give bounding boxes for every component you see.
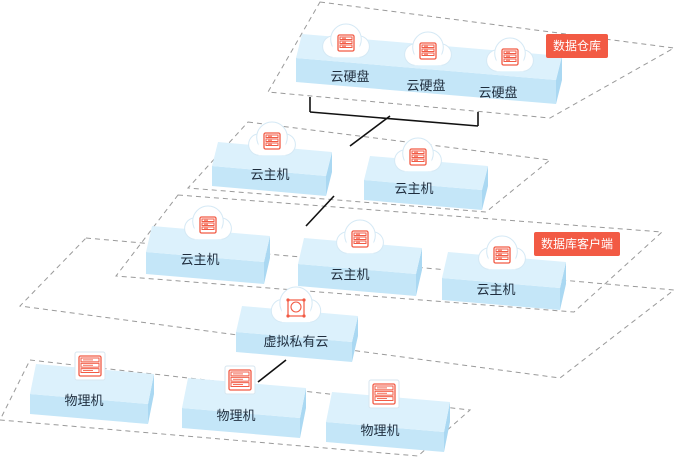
block-top (146, 226, 270, 262)
server-icon (372, 383, 396, 405)
server-icon (78, 355, 102, 377)
connector (349, 115, 391, 147)
host-label: 云主机 (330, 268, 370, 283)
block-side (556, 56, 562, 104)
disk-label: 云硬盘 (406, 79, 446, 94)
layer-frame-warehouse (267, 1, 674, 119)
private-cloud-label: 虚拟私有云 (263, 335, 329, 350)
physical-machine-label: 物理机 (360, 424, 400, 439)
server-icon (409, 148, 427, 166)
host-block (212, 121, 332, 196)
server-icon (199, 216, 217, 234)
block-side (148, 374, 154, 424)
server-icon (224, 365, 256, 395)
host-block (442, 235, 566, 310)
host-block (298, 219, 422, 296)
block-side (264, 236, 270, 284)
disk-label: 云硬盘 (478, 86, 518, 101)
private-cloud-block (236, 286, 358, 362)
connector (305, 195, 335, 227)
block-side (352, 316, 358, 362)
block-top (212, 142, 332, 176)
server-icon (263, 132, 281, 150)
physical-machine-block (326, 379, 450, 452)
host-label: 云主机 (394, 182, 434, 197)
disk-label: 云硬盘 (330, 70, 370, 85)
layer-frame-hosts-upper (186, 121, 552, 213)
connector (309, 111, 479, 127)
host-block (364, 137, 488, 210)
physical-machine-label: 物理机 (216, 409, 256, 424)
network-icon (286, 298, 306, 318)
block-side (300, 388, 306, 438)
server-icon (228, 369, 252, 391)
block-top (236, 306, 358, 342)
block-top (182, 378, 306, 418)
layer-frame-physical (0, 359, 472, 457)
host-label: 云主机 (250, 168, 290, 183)
block-front (442, 278, 560, 310)
block-top (30, 364, 154, 404)
block-top (442, 252, 566, 288)
server-icon (351, 230, 369, 248)
block-front (296, 58, 556, 104)
block-top (298, 238, 422, 274)
physical-machine-label: 物理机 (64, 394, 104, 409)
block-side (444, 402, 450, 452)
server-icon (501, 48, 519, 66)
block-front (298, 264, 416, 296)
host-label: 云主机 (180, 253, 220, 268)
block-side (482, 166, 488, 210)
block-side (416, 248, 422, 296)
block-side (560, 262, 566, 310)
physical-machine-block (30, 351, 154, 424)
server-icon (493, 246, 511, 264)
server-icon (337, 34, 355, 52)
physical-machine-block (182, 365, 306, 438)
warehouse-block (296, 23, 562, 104)
layer-frame-client (115, 194, 664, 313)
cloud-icon (270, 286, 322, 323)
block-top (326, 392, 450, 432)
block-front (146, 252, 264, 284)
tag-data-warehouse: 数据仓库 (546, 34, 609, 58)
host-block (146, 205, 270, 284)
block-side (326, 152, 332, 196)
tag-database-client: 数据库客户端 (534, 232, 621, 256)
server-icon (368, 379, 400, 409)
connection-lines (257, 97, 479, 383)
connector (257, 359, 287, 383)
host-label: 云主机 (476, 283, 516, 298)
server-icon (419, 42, 437, 60)
server-icon (74, 351, 106, 381)
